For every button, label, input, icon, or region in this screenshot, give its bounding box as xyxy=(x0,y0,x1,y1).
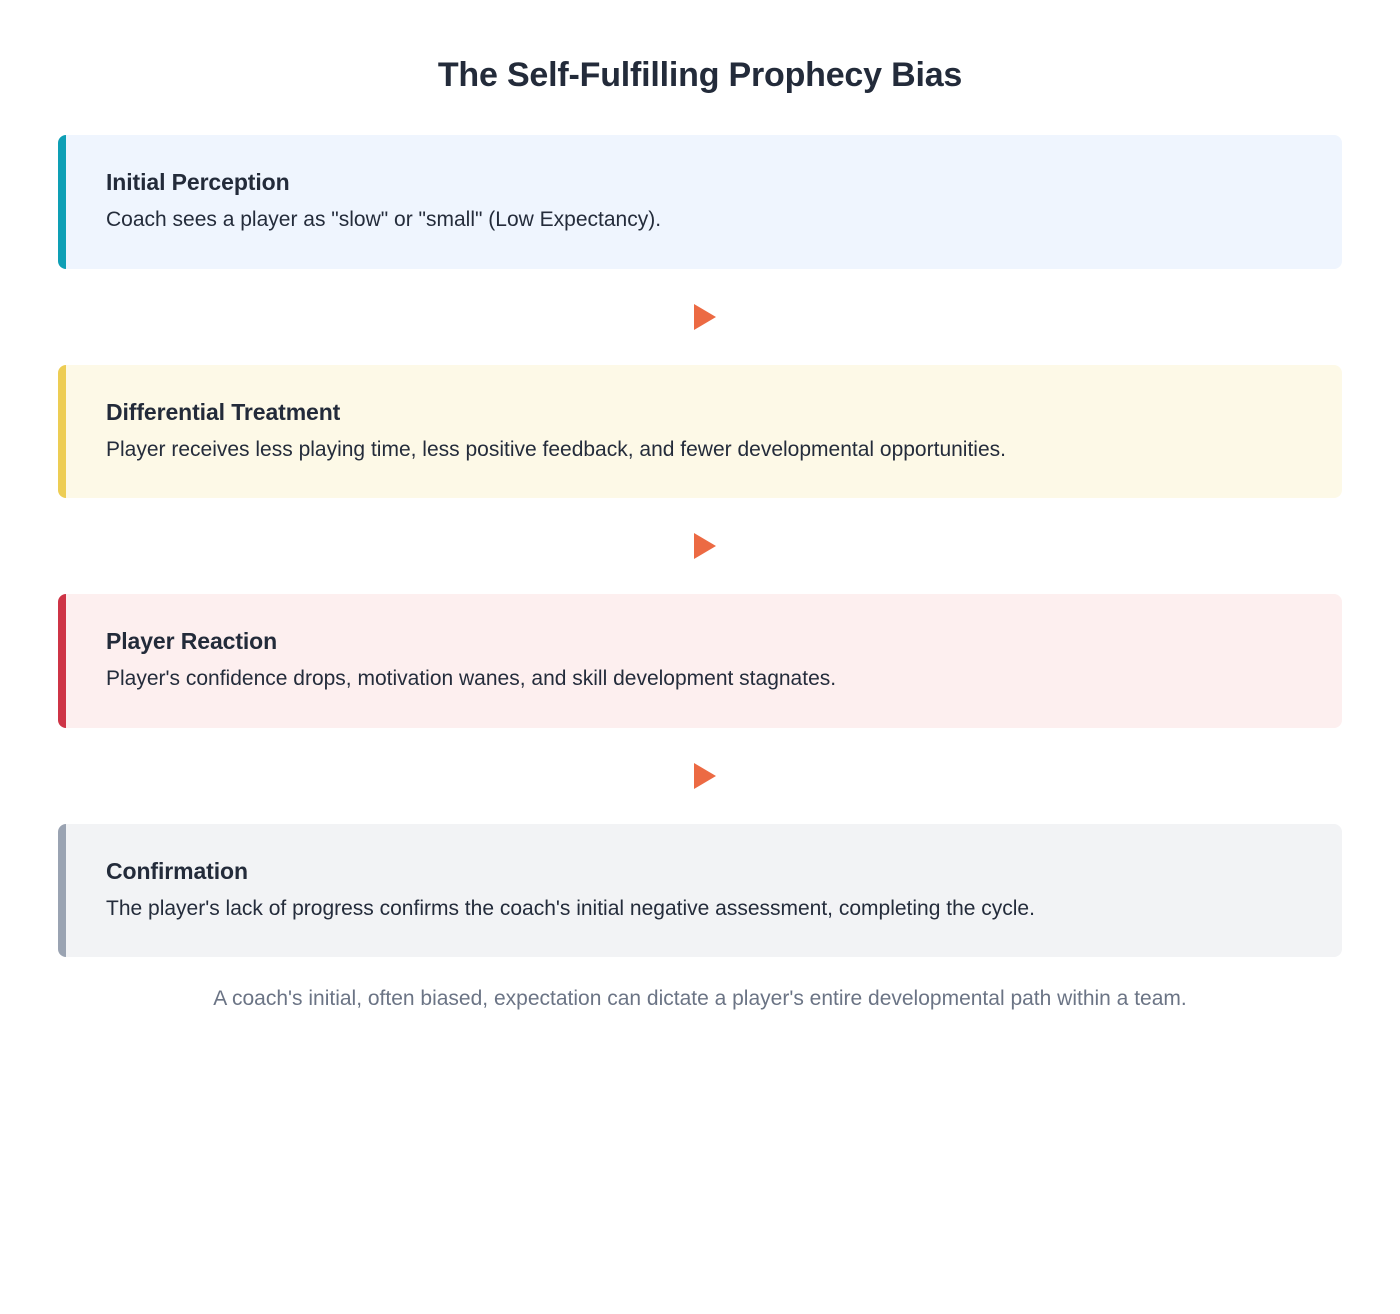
triangle-right-icon xyxy=(694,533,716,560)
flow-step-description: The player's lack of progress confirms t… xyxy=(106,896,1035,920)
flow-connector-1 xyxy=(58,269,1342,365)
flow-step-description: Player receives less playing time, less … xyxy=(106,437,1006,461)
flow-step-player-reaction: Player Reaction Player's confidence drop… xyxy=(58,594,1342,728)
flow-step-differential-treatment: Differential Treatment Player receives l… xyxy=(58,364,1342,499)
page-title: The Self-Fulfilling Prophecy Bias xyxy=(437,56,963,94)
flow-connector-3 xyxy=(58,728,1342,824)
flow-step-title: Initial Perception xyxy=(106,169,290,195)
flow-step-description: Coach sees a player as "slow" or "small"… xyxy=(106,208,662,231)
flow-step-title: Differential Treatment xyxy=(106,398,341,425)
flow-step-initial-perception: Initial Perception Coach sees a player a… xyxy=(58,135,1342,269)
flow-step-confirmation: Confirmation The player's lack of progre… xyxy=(58,823,1342,958)
flow-diagram: Initial Perception Coach sees a player a… xyxy=(58,135,1342,958)
triangle-right-icon xyxy=(694,303,716,330)
flow-step-title: Player Reaction xyxy=(106,628,278,655)
flow-step-title: Confirmation xyxy=(106,857,248,884)
triangle-right-icon xyxy=(694,762,716,789)
footer-caption: A coach's initial, often biased, expecta… xyxy=(213,987,1187,1011)
flow-step-description: Player's confidence drops, motivation wa… xyxy=(106,667,837,691)
flow-connector-2 xyxy=(58,498,1342,594)
